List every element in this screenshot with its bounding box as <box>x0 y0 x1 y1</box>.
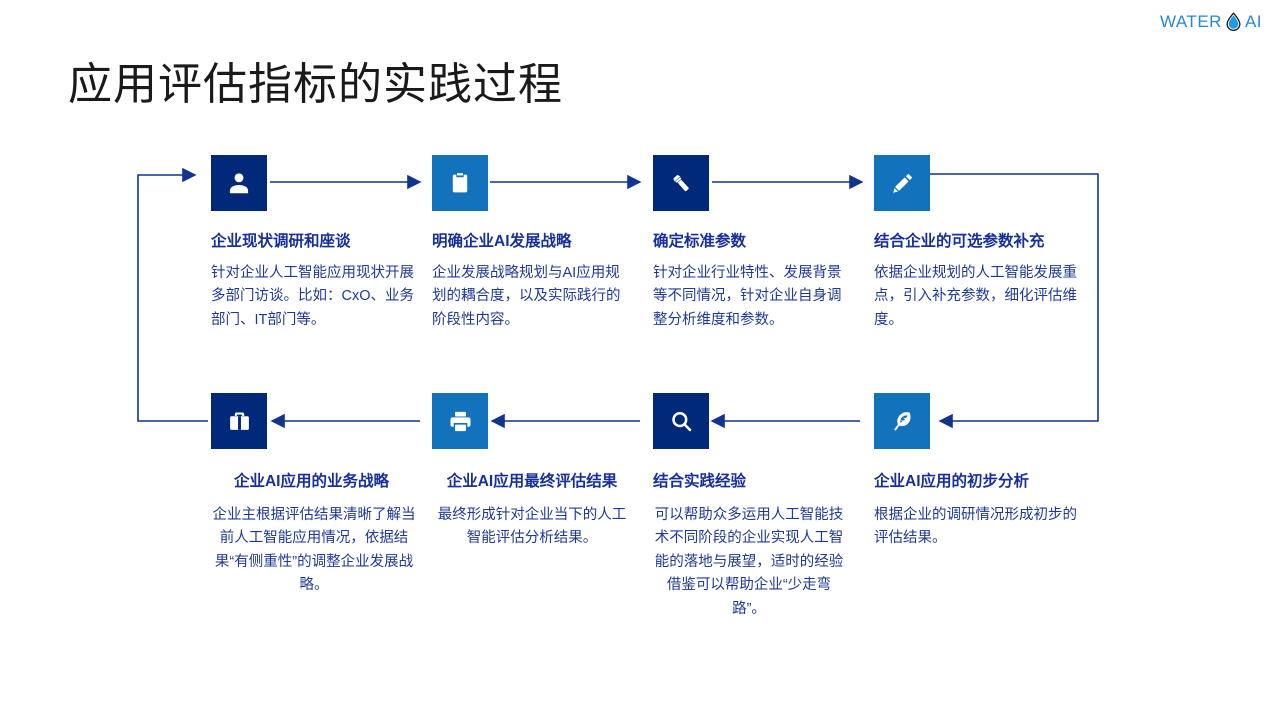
flow-step-1-body: 针对企业人工智能应用现状开展多部门访谈。比如：CxO、业务部门、IT部门等。 <box>211 264 414 328</box>
flow-step-2-body: 企业发展战略规划与AI应用规划的耦合度，以及实际践行的阶段性内容。 <box>432 264 621 328</box>
flow-step-1[interactable]: 企业现状调研和座谈 针对企业人工智能应用现状开展多部门访谈。比如：CxO、业务部… <box>211 155 417 332</box>
flow-step-1-title: 企业现状调研和座谈 <box>211 233 351 250</box>
feather-icon <box>874 393 930 449</box>
flow-step-3-title: 确定标准参数 <box>653 233 747 250</box>
flow-step-7[interactable]: 企业AI应用最终评估结果 最终形成针对企业当下的人工智能评估分析结果。 <box>432 393 632 551</box>
pencil-icon <box>874 155 930 211</box>
flow-step-5-body: 根据企业的调研情况形成初步的评估结果。 <box>874 506 1077 547</box>
printer-icon <box>432 393 488 449</box>
flow-step-4-title: 结合企业的可选参数补充 <box>874 233 1045 250</box>
water-drop-icon <box>1224 11 1243 31</box>
arrow-step8-to-step1 <box>137 167 208 422</box>
flow-step-3[interactable]: 确定标准参数 针对企业行业特性、发展背景等不同情况，针对企业自身调整分析维度和参… <box>653 155 843 332</box>
flow-step-4-body: 依据企业规划的人工智能发展重点，引入补充参数，细化评估维度。 <box>874 264 1077 328</box>
flow-step-2[interactable]: 明确企业AI发展战略 企业发展战略规划与AI应用规划的耦合度，以及实际践行的阶段… <box>432 155 627 332</box>
flow-step-6-body: 可以帮助众多运用人工智能技术不同阶段的企业实现人工智能的落地与展望，适时的经验借… <box>654 506 844 617</box>
flow-step-2-title: 明确企业AI发展战略 <box>432 233 572 250</box>
clipboard-icon <box>432 155 488 211</box>
brand-name-right: AI <box>1244 11 1262 31</box>
flow-step-7-body: 最终形成针对企业当下的人工智能评估分析结果。 <box>437 506 627 547</box>
brand-logo: WATER AI <box>1160 10 1262 32</box>
flow-step-8-title: 企业AI应用的业务战略 <box>233 473 389 490</box>
flow-step-4[interactable]: 结合企业的可选参数补充 依据企业规划的人工智能发展重点，引入补充参数，细化评估维… <box>874 155 1082 332</box>
page-title: 应用评估指标的实践过程 <box>68 60 563 109</box>
search-icon <box>653 393 709 449</box>
flow-step-8-body: 企业主根据评估结果清晰了解当前人工智能应用情况，依据结果“有侧重性”的调整企业发… <box>212 506 416 594</box>
briefcase-icon <box>211 393 267 449</box>
flow-step-5-title: 企业AI应用的初步分析 <box>874 473 1030 490</box>
flashlight-icon <box>653 155 709 211</box>
person-icon <box>211 155 267 211</box>
flow-step-6[interactable]: 结合实践经验 可以帮助众多运用人工智能技术不同阶段的企业实现人工智能的落地与展望… <box>653 393 845 621</box>
flow-step-3-body: 针对企业行业特性、发展背景等不同情况，针对企业自身调整分析维度和参数。 <box>653 264 842 328</box>
flow-step-8[interactable]: 企业AI应用的业务战略 企业主根据评估结果清晰了解当前人工智能应用情况，依据结果… <box>211 393 417 598</box>
flow-step-5[interactable]: 企业AI应用的初步分析 根据企业的调研情况形成初步的评估结果。 <box>874 393 1079 551</box>
flow-step-7-title: 企业AI应用最终评估结果 <box>446 473 618 490</box>
flow-step-6-title: 结合实践经验 <box>653 473 747 490</box>
brand-name-left: WATER <box>1159 11 1222 31</box>
